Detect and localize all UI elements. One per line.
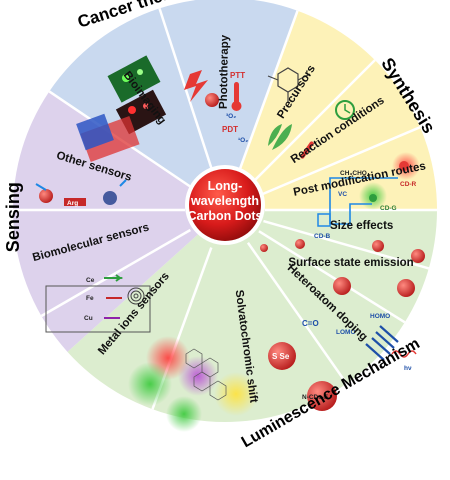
solvatochromic-panel	[128, 336, 258, 432]
precursors-panel	[267, 67, 311, 150]
carbonyl-label: C=O	[302, 319, 319, 328]
sector-label-phototherapy: Phototherapy	[218, 34, 231, 109]
pdt-label: PDT	[222, 125, 238, 134]
iron-label: Fe	[86, 295, 94, 302]
size-effects-panel	[260, 239, 425, 297]
sector-divider	[263, 219, 430, 270]
quadrant-synthesis	[225, 10, 437, 210]
triplet-oxygen-label: ³O₂	[226, 113, 236, 120]
phototherapy-panel: PTT PDT ³O₂ ¹O₂	[184, 70, 248, 144]
s-se-label: S Se	[272, 352, 290, 361]
center-title-line3: Carbon Dots	[188, 209, 263, 223]
ptt-label: PTT	[230, 71, 245, 80]
lomo-label: LOMO	[336, 329, 356, 336]
timer-icon	[335, 100, 355, 120]
graphene-lattice-icon	[185, 348, 227, 401]
sector-divider	[246, 242, 348, 385]
sector-label-surface-state-emission: Surface state emission	[288, 257, 413, 269]
cd-b-label: CD-B	[314, 233, 331, 240]
cd-r-label: CD-R	[400, 181, 417, 188]
sector-divider	[237, 10, 299, 173]
singlet-oxygen-label: ¹O₂	[238, 137, 248, 144]
vc-label: VC	[338, 191, 347, 198]
n-cds-f-label: N-CDs-F	[302, 394, 328, 401]
metal-ions-panel: Ce Fe Cu	[45, 274, 151, 333]
center-title-line2: wavelength	[190, 194, 259, 208]
other-sensors-panel	[76, 113, 140, 162]
copper-label: Cu	[84, 315, 93, 322]
homo-label: HOMO	[370, 313, 390, 320]
quadrant-title-sensing: Sensing	[3, 182, 23, 252]
center-title-line1: Long-	[208, 179, 243, 193]
sector-divider	[158, 7, 214, 173]
energy-levels-icon	[365, 325, 399, 361]
surface-state-panel: C=O HOMO LOMO hν	[302, 313, 417, 372]
leaf-icon	[268, 124, 292, 150]
photon-label: hν	[404, 365, 412, 372]
center-hub: Long- wavelength Carbon Dots	[185, 165, 265, 245]
cerium-label: Ce	[86, 277, 95, 284]
sector-divider	[40, 228, 191, 318]
sector-label-size-effects: Size effects	[330, 220, 393, 232]
fingerprint-icon	[127, 287, 145, 305]
lightning-icon	[184, 70, 208, 102]
thermometer-icon	[300, 141, 314, 159]
arginine-label: Arg	[67, 200, 78, 207]
sector-divider	[258, 230, 406, 324]
reaction-conditions-panel	[300, 100, 355, 159]
cd-g-label: CD-G	[380, 205, 397, 212]
sector-divider	[252, 59, 376, 183]
quadrant-cancer	[49, 0, 298, 210]
quadrant-sensing	[12, 91, 226, 352]
biomolecular-panel: Arg	[35, 179, 127, 207]
molecule-icon	[277, 67, 299, 93]
heteroatom-doping-panel: S Se N-CDs-F	[268, 342, 337, 411]
post-modification-panel: CH₃CHO CD-R CD-G VC CD-B	[314, 152, 420, 240]
sector-divider	[261, 126, 421, 196]
aldehyde-label: CH₃CHO	[340, 170, 367, 177]
thermometer-icon	[234, 82, 239, 104]
